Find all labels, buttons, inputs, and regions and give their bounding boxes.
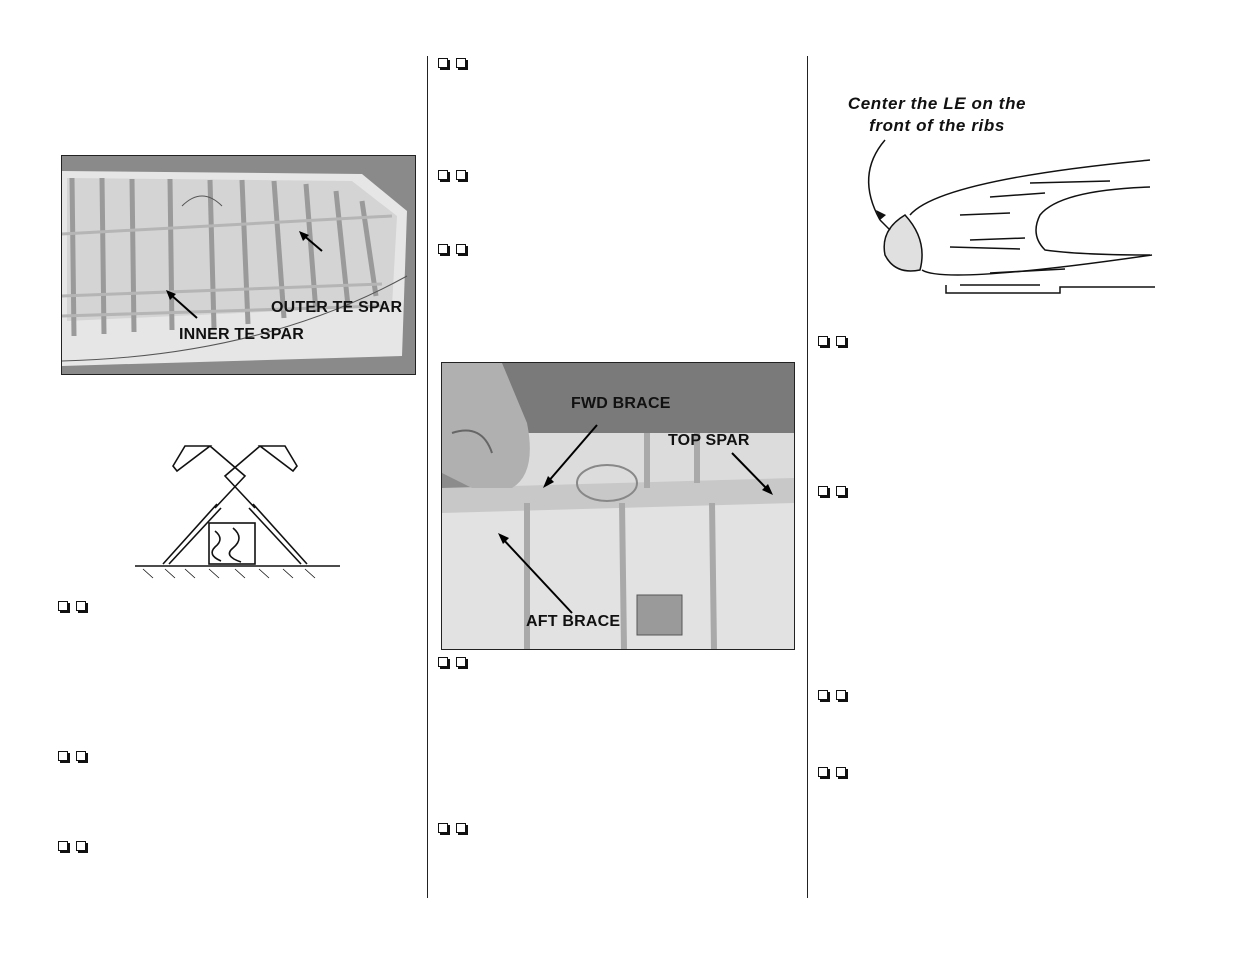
step-checkboxes-l3[interactable] [58, 841, 86, 851]
t-pin-diagram [135, 445, 340, 579]
checkbox[interactable] [438, 657, 448, 667]
column-divider-left [427, 56, 428, 898]
checkbox[interactable] [818, 690, 828, 700]
checkbox[interactable] [76, 751, 86, 761]
checkbox[interactable] [438, 170, 448, 180]
checkbox[interactable] [818, 336, 828, 346]
step-checkboxes-m3[interactable] [438, 244, 466, 254]
checkbox[interactable] [836, 767, 846, 777]
aft-brace-label: AFT BRACE [526, 613, 621, 630]
inner-te-spar-label: INNER TE SPAR [179, 326, 304, 343]
brace-image [442, 363, 794, 649]
checkbox[interactable] [456, 58, 466, 68]
checkbox[interactable] [818, 767, 828, 777]
checkbox[interactable] [58, 751, 68, 761]
leading-edge-diagram [868, 139, 1155, 294]
checkbox[interactable] [438, 58, 448, 68]
spar-brace-photo: FWD BRACE TOP SPAR AFT BRACE [441, 362, 795, 650]
step-checkboxes-r2[interactable] [818, 486, 846, 496]
checkbox[interactable] [456, 823, 466, 833]
checkbox[interactable] [456, 170, 466, 180]
le-diagram-caption: Center the LE on the front of the ribs [832, 93, 1042, 137]
step-checkboxes-m2[interactable] [438, 170, 466, 180]
outer-te-spar-label: OUTER TE SPAR [271, 299, 403, 316]
checkbox[interactable] [58, 841, 68, 851]
step-checkboxes-l2[interactable] [58, 751, 86, 761]
step-checkboxes-m1[interactable] [438, 58, 466, 68]
checkbox[interactable] [836, 336, 846, 346]
checkbox[interactable] [818, 486, 828, 496]
step-checkboxes-m5[interactable] [438, 823, 466, 833]
top-spar-label: TOP SPAR [668, 432, 750, 449]
step-checkboxes-m4[interactable] [438, 657, 466, 667]
fwd-brace-label: FWD BRACE [571, 395, 671, 412]
caption-line-2: front of the ribs [869, 116, 1005, 135]
column-divider-right [807, 56, 808, 898]
checkbox[interactable] [456, 657, 466, 667]
checkbox[interactable] [58, 601, 68, 611]
step-checkboxes-r3[interactable] [818, 690, 846, 700]
checkbox[interactable] [76, 601, 86, 611]
checkbox[interactable] [438, 823, 448, 833]
checkbox[interactable] [836, 486, 846, 496]
caption-line-1: Center the LE on the [847, 94, 1027, 113]
checkbox[interactable] [438, 244, 448, 254]
checkbox[interactable] [456, 244, 466, 254]
step-checkboxes-r4[interactable] [818, 767, 846, 777]
step-checkboxes-l1[interactable] [58, 601, 86, 611]
wing-frame-image [62, 156, 415, 374]
checkbox[interactable] [76, 841, 86, 851]
wing-te-spar-photo: OUTER TE SPAR INNER TE SPAR [61, 155, 416, 375]
step-checkboxes-r1[interactable] [818, 336, 846, 346]
checkbox[interactable] [836, 690, 846, 700]
